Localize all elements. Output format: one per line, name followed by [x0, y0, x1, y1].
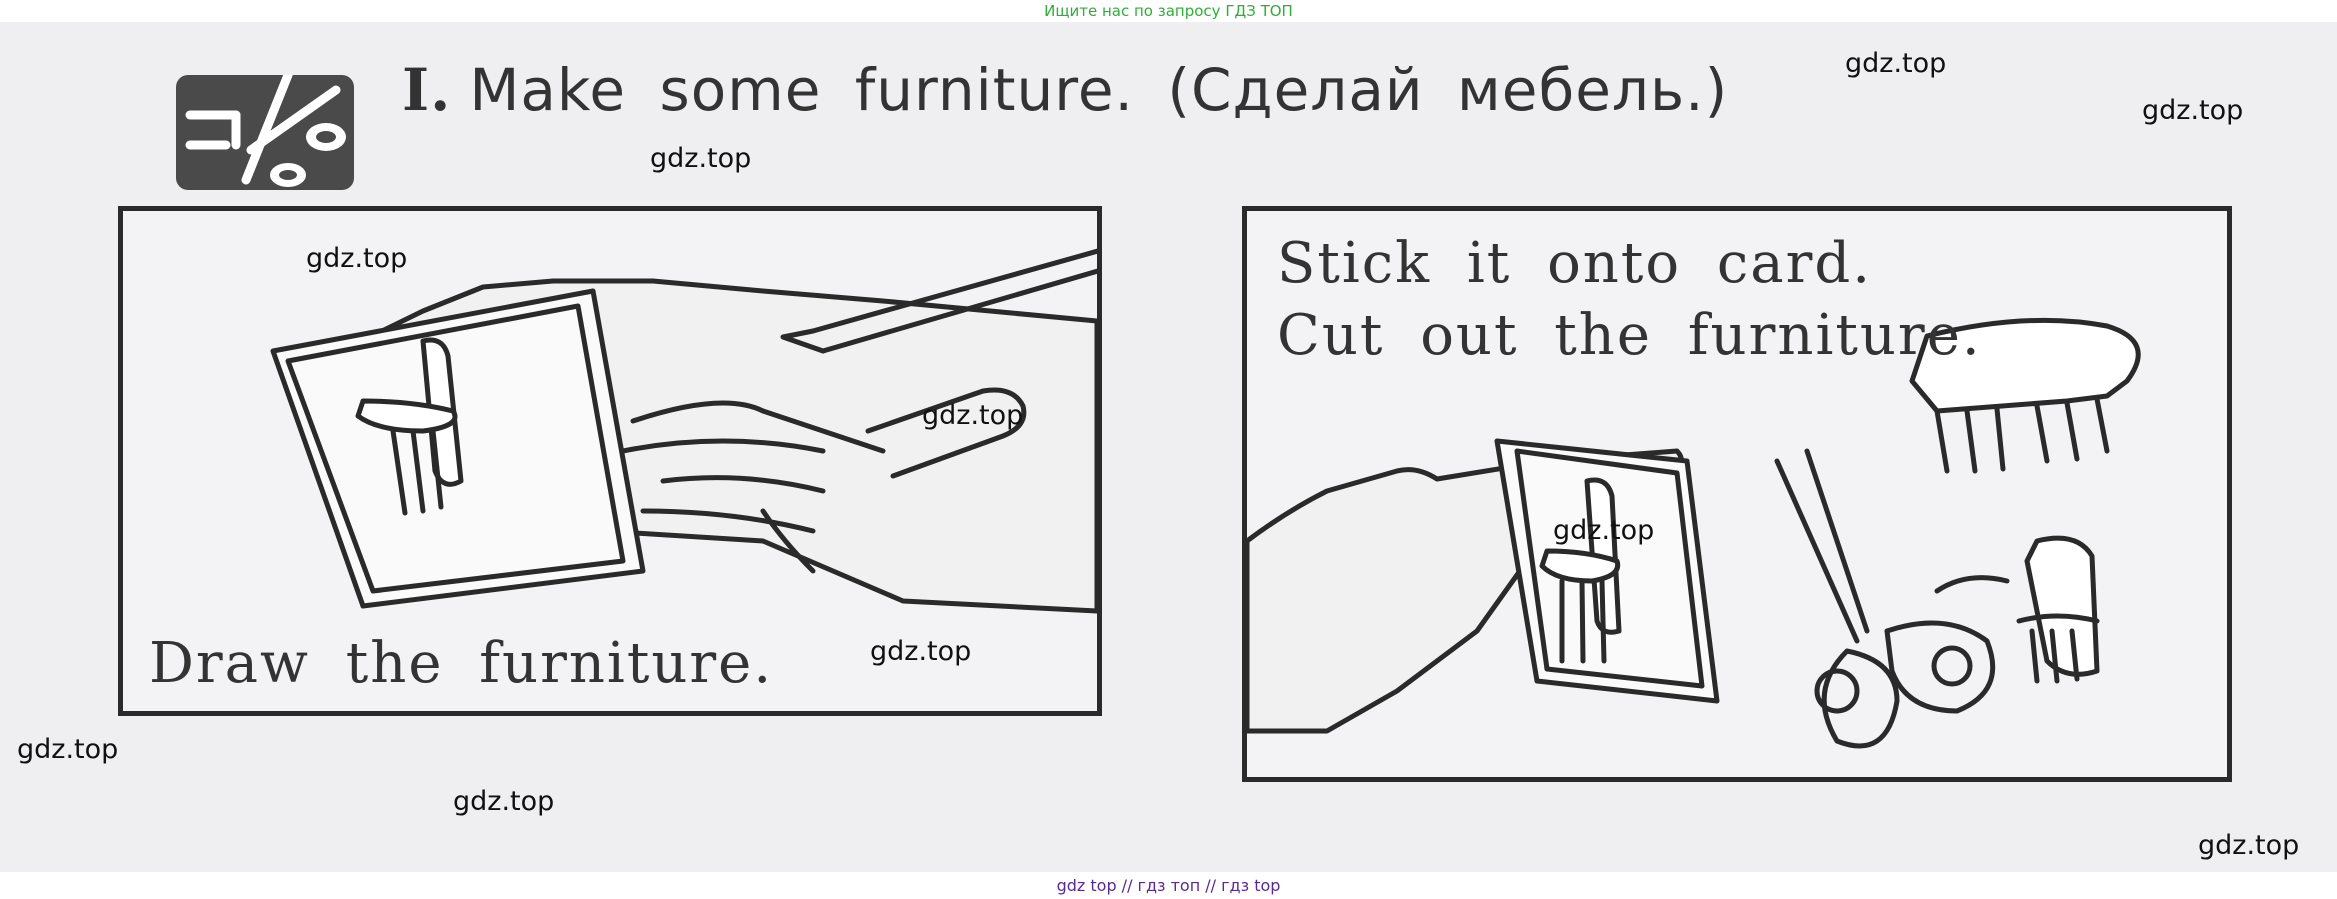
cut-caption: Cut out the furniture. — [1277, 303, 1982, 368]
top-banner[interactable]: Ищите нас по запросу ГДЗ ТОП — [1044, 2, 1293, 20]
watermark: gdz.top — [2198, 830, 2300, 861]
exercise-icon-box — [176, 75, 354, 190]
watermark: gdz.top — [1553, 515, 1655, 546]
draw-furniture-caption: Draw the furniture. — [149, 631, 774, 696]
draw-furniture-panel: Draw the furniture. — [118, 206, 1102, 716]
watermark: gdz.top — [922, 400, 1024, 431]
stick-caption: Stick it onto card. — [1277, 231, 1873, 296]
exercise-instruction: Make some furniture. (Сделай мебель.) — [469, 56, 1729, 124]
watermark: gdz.top — [870, 636, 972, 667]
hand-cutting-card-illustration — [1247, 317, 2141, 749]
exercise-number: I. — [402, 56, 452, 124]
watermark: gdz.top — [1845, 48, 1947, 79]
footer-links[interactable]: gdz top // гдз топ // гдз top — [1056, 876, 1281, 895]
watermark: gdz.top — [453, 786, 555, 817]
watermark: gdz.top — [2142, 95, 2244, 126]
watermark: gdz.top — [650, 143, 752, 174]
hand-drawing-chair-illustration — [270, 248, 1097, 614]
exercise-title: I.Make some furniture. (Сделай мебель.) — [402, 56, 1728, 124]
scissors-icon — [185, 75, 346, 187]
stick-and-cut-panel: Stick it onto card. Cut out the furnitur… — [1242, 206, 2232, 782]
watermark: gdz.top — [17, 734, 119, 765]
watermark: gdz.top — [306, 243, 408, 274]
